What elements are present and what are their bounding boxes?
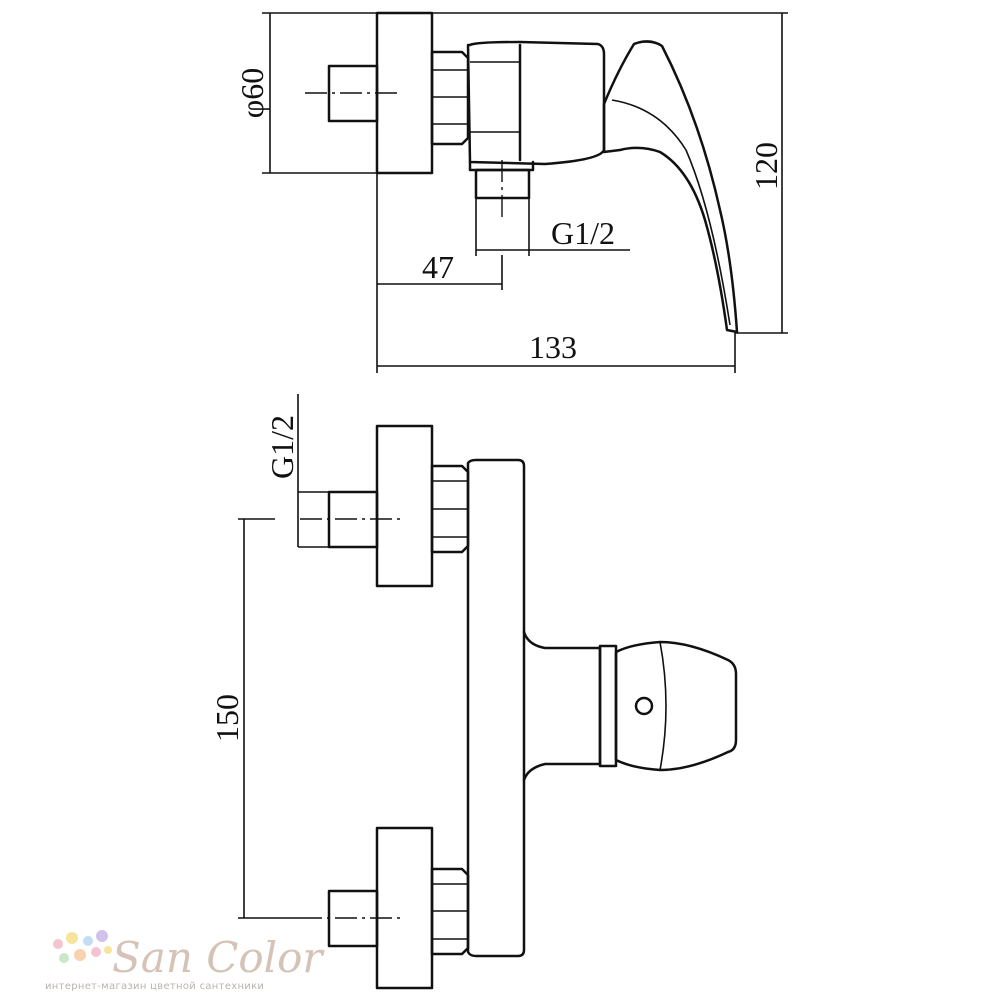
watermark-dot: [104, 946, 112, 954]
label-height: 120: [748, 142, 784, 190]
front-view: G1/2 150: [209, 394, 738, 990]
label-length: 133: [529, 329, 577, 365]
watermark-dot: [96, 930, 108, 942]
watermark-brand: San Color: [112, 933, 325, 982]
cartridge-ring: [598, 644, 618, 768]
flange-lower: [375, 826, 434, 990]
watermark-dot: [66, 932, 78, 944]
watermark-tagline: интернет-магазин цветной сантехники: [45, 981, 264, 992]
side-view: φ60 120 G1/2 47 133: [234, 11, 788, 373]
hex-nut-side: [430, 50, 470, 146]
label-offset: 47: [422, 249, 454, 285]
label-diameter: φ60: [234, 68, 270, 118]
valve-body-side: [466, 40, 606, 166]
lever-handle-front: [614, 640, 738, 772]
label-thread-top: G1/2: [551, 215, 615, 251]
label-spacing: 150: [209, 694, 245, 742]
watermark-dots-icon: [53, 930, 112, 963]
label-thread-front: G1/2: [264, 415, 300, 479]
handle-connector: [522, 630, 602, 782]
screw-cap: [634, 696, 654, 716]
mixer-body-front: [466, 458, 526, 958]
watermark-dot: [83, 936, 93, 946]
lever-handle-side: [602, 40, 739, 334]
watermark: San Color интернет-магазин цветной санте…: [45, 930, 325, 992]
flange-upper: [375, 424, 434, 588]
watermark-dot: [74, 949, 86, 961]
watermark-dot: [59, 953, 69, 963]
watermark-dot: [53, 939, 63, 949]
watermark-dot: [91, 947, 101, 957]
